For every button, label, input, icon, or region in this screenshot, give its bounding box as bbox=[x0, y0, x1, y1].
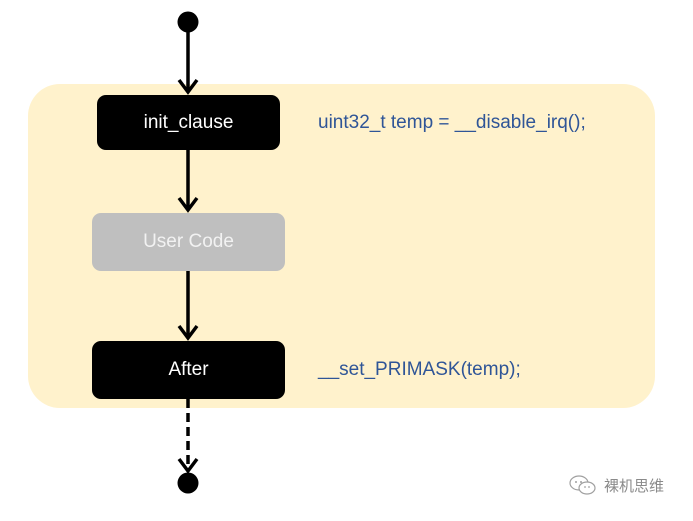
edge-init-to-user bbox=[177, 150, 199, 213]
edge-user-to-after bbox=[177, 271, 199, 341]
watermark-text: 裸机思维 bbox=[604, 476, 665, 495]
end-node bbox=[177, 472, 199, 494]
wechat-icon bbox=[569, 475, 596, 495]
edge-start-to-init bbox=[177, 30, 199, 95]
annotation-init-code: uint32_t temp = __disable_irq(); bbox=[318, 112, 586, 133]
annotation-after-code: __set_PRIMASK(temp); bbox=[318, 359, 521, 380]
edge-after-to-end bbox=[177, 399, 199, 474]
node-init-clause-label: init_clause bbox=[143, 111, 234, 133]
node-user-code: User Code bbox=[92, 213, 285, 271]
node-after-label: After bbox=[168, 359, 209, 380]
start-node bbox=[177, 11, 199, 33]
node-user-code-label: User Code bbox=[143, 231, 234, 252]
node-after: After bbox=[92, 341, 285, 399]
node-init-clause: init_clause bbox=[97, 95, 280, 150]
watermark: 裸机思维 bbox=[568, 474, 664, 496]
